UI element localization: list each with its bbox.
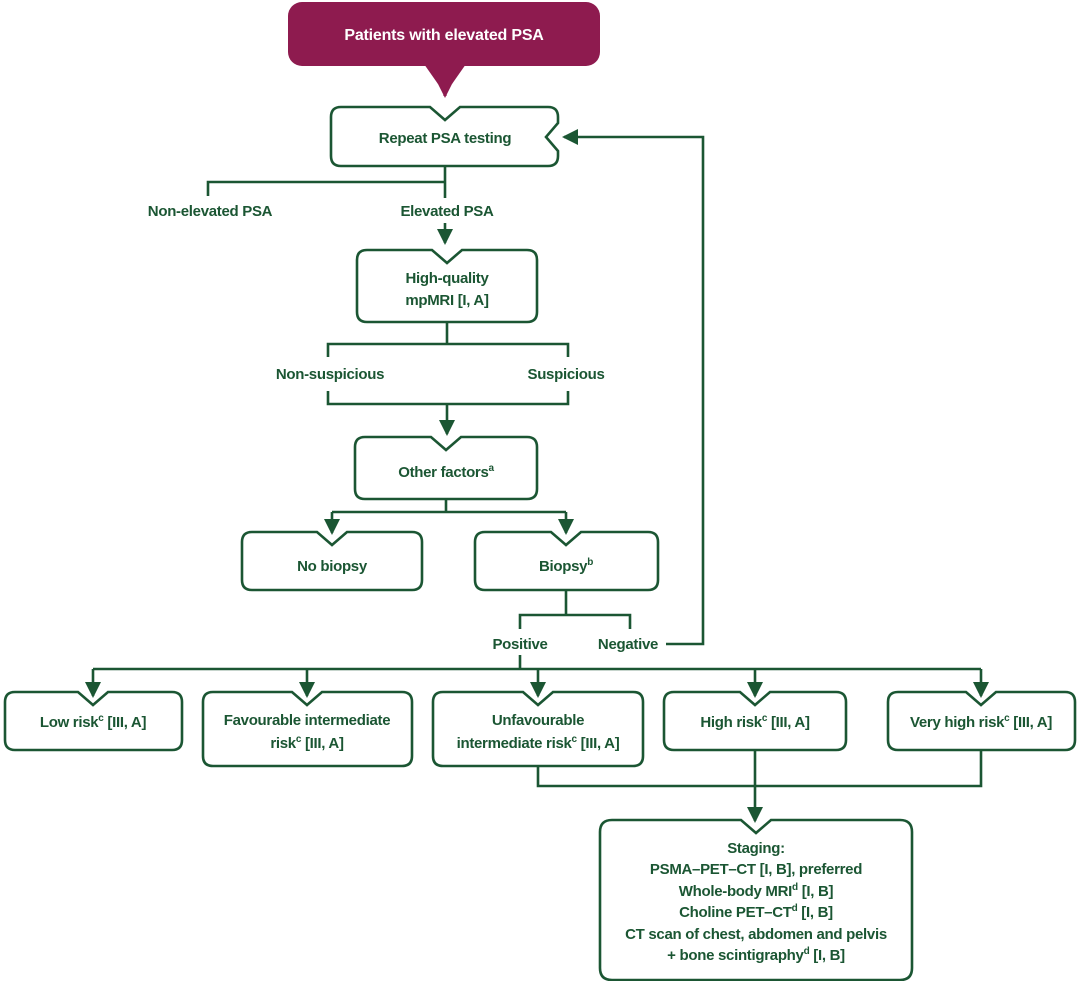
mpmri-label-line1: High-quality (405, 270, 489, 287)
start-tail (424, 64, 466, 84)
unfavourable-risk-label-line1: Unfavourable (492, 712, 584, 729)
node-low-risk: Low riskc [III, A] (3, 690, 184, 752)
high-risk-box (662, 690, 848, 752)
node-favourable-intermediate-risk: Favourable intermediate riskc [III, A] (201, 690, 414, 768)
node-other-factors: Other factorsa (353, 435, 539, 501)
staging-box (598, 818, 914, 981)
biopsy-box (473, 530, 660, 592)
low-risk-label: Low riskc [III, A] (40, 713, 147, 731)
edge-label-non-elevated: Non-elevated PSA (148, 203, 273, 220)
start-box (288, 2, 600, 66)
node-very-high-risk: Very high riskc [III, A] (886, 690, 1077, 752)
staging-line-2: PSMA–PET–CT [I, B], preferred (650, 861, 862, 878)
mpmri-label-line2: mpMRI [I, A] (405, 292, 489, 309)
edge-label-negative: Negative (598, 636, 658, 653)
staging-line-4: Choline PET–CTd [I, B] (679, 903, 833, 921)
staging-line-6: + bone scintigraphyd [I, B] (667, 946, 845, 964)
edge-label-suspicious: Suspicious (527, 366, 604, 383)
repeat-psa-label: Repeat PSA testing (379, 130, 512, 147)
edge-staging-collector (536, 750, 983, 788)
edge-label-non-suspicious: Non-suspicious (276, 366, 384, 383)
node-repeat-psa: Repeat PSA testing (329, 105, 560, 168)
very-high-risk-label: Very high riskc [III, A] (910, 713, 1052, 731)
edge-branch-non-elevated (206, 180, 445, 196)
edge-split-outcome (518, 613, 632, 629)
high-risk-label: High riskc [III, A] (700, 713, 810, 731)
very-high-risk-box (886, 690, 1077, 752)
start-label: Patients with elevated PSA (344, 27, 544, 44)
favourable-risk-label-line1: Favourable intermediate (224, 712, 391, 729)
edge-negative-feedback (562, 129, 705, 646)
no-biopsy-box (240, 530, 424, 592)
node-no-biopsy: No biopsy (240, 530, 424, 592)
repeat-psa-box (329, 105, 560, 168)
node-unfavourable-intermediate-risk: Unfavourable intermediate riskc [III, A] (431, 690, 645, 768)
node-staging: Staging: PSMA–PET–CT [I, B], preferred W… (598, 818, 914, 981)
other-factors-label: Other factorsa (398, 463, 494, 481)
edge-label-elevated: Elevated PSA (400, 203, 494, 220)
biopsy-label: Biopsyb (539, 557, 593, 575)
favourable-risk-label-line2: riskc [III, A] (270, 734, 344, 752)
unfavourable-risk-label-line2: intermediate riskc [III, A] (457, 734, 620, 752)
node-start: Patients with elevated PSA (288, 2, 600, 66)
staging-line-1: Staging: (727, 840, 785, 857)
node-biopsy: Biopsyb (473, 530, 660, 592)
staging-line-5: CT scan of chest, abdomen and pelvis (625, 926, 887, 943)
node-high-risk: High riskc [III, A] (662, 690, 848, 752)
low-risk-box (3, 690, 184, 752)
edge-label-positive: Positive (492, 636, 547, 653)
no-biopsy-label: No biopsy (297, 558, 368, 575)
favourable-risk-box (201, 690, 414, 768)
edge-merge-suspicion (326, 391, 570, 406)
staging-line-3: Whole-body MRId [I, B] (679, 882, 834, 900)
unfavourable-risk-box (431, 690, 645, 768)
mpmri-box (355, 248, 539, 324)
edge-split-suspicion (326, 342, 570, 357)
connectors (85, 64, 989, 823)
other-factors-box (353, 435, 539, 501)
node-mpmri: High-quality mpMRI [I, A] (355, 248, 539, 324)
